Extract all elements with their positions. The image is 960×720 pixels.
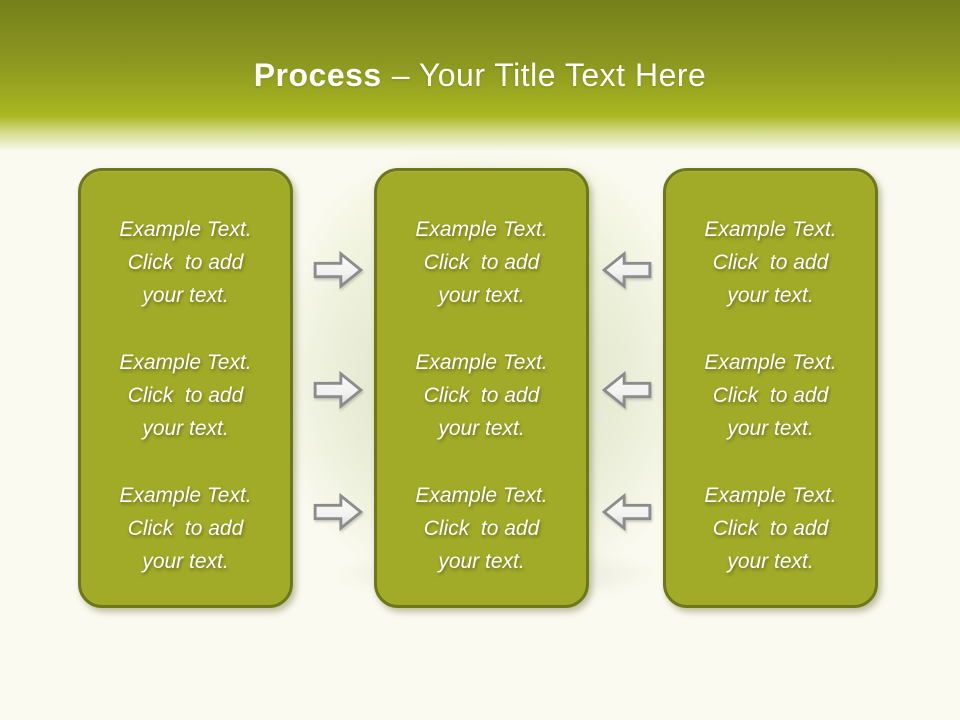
text-placeholder[interactable]: Example Text. Click to add your text. bbox=[704, 218, 837, 307]
text-placeholder[interactable]: Example Text. Click to add your text. bbox=[119, 351, 252, 440]
text-placeholder[interactable]: Example Text. Click to add your text. bbox=[704, 351, 837, 440]
block-arrow-right-icon bbox=[313, 250, 363, 290]
text-placeholder[interactable]: Example Text. Click to add your text. bbox=[704, 484, 837, 573]
block-arrow-left-icon bbox=[602, 492, 652, 532]
block-arrow-left-icon bbox=[602, 250, 652, 290]
process-column-middle: Example Text. Click to add your text. Ex… bbox=[374, 168, 589, 608]
process-column-left: Example Text. Click to add your text. Ex… bbox=[78, 168, 293, 608]
block-arrow-left-icon bbox=[602, 370, 652, 410]
text-placeholder[interactable]: Example Text. Click to add your text. bbox=[119, 484, 252, 573]
slide-title-lead: Process bbox=[253, 57, 382, 93]
block-arrow-right-icon bbox=[313, 370, 363, 410]
title-band bbox=[0, 0, 960, 168]
process-column-right: Example Text. Click to add your text. Ex… bbox=[663, 168, 878, 608]
text-placeholder[interactable]: Example Text. Click to add your text. bbox=[415, 351, 548, 440]
slide-title: Process– Your Title Text Here bbox=[0, 54, 960, 96]
text-placeholder[interactable]: Example Text. Click to add your text. bbox=[415, 484, 548, 573]
text-placeholder[interactable]: Example Text. Click to add your text. bbox=[119, 218, 252, 307]
text-placeholder[interactable]: Example Text. Click to add your text. bbox=[415, 218, 548, 307]
block-arrow-right-icon bbox=[313, 492, 363, 532]
slide-title-rest: – Your Title Text Here bbox=[391, 57, 707, 93]
